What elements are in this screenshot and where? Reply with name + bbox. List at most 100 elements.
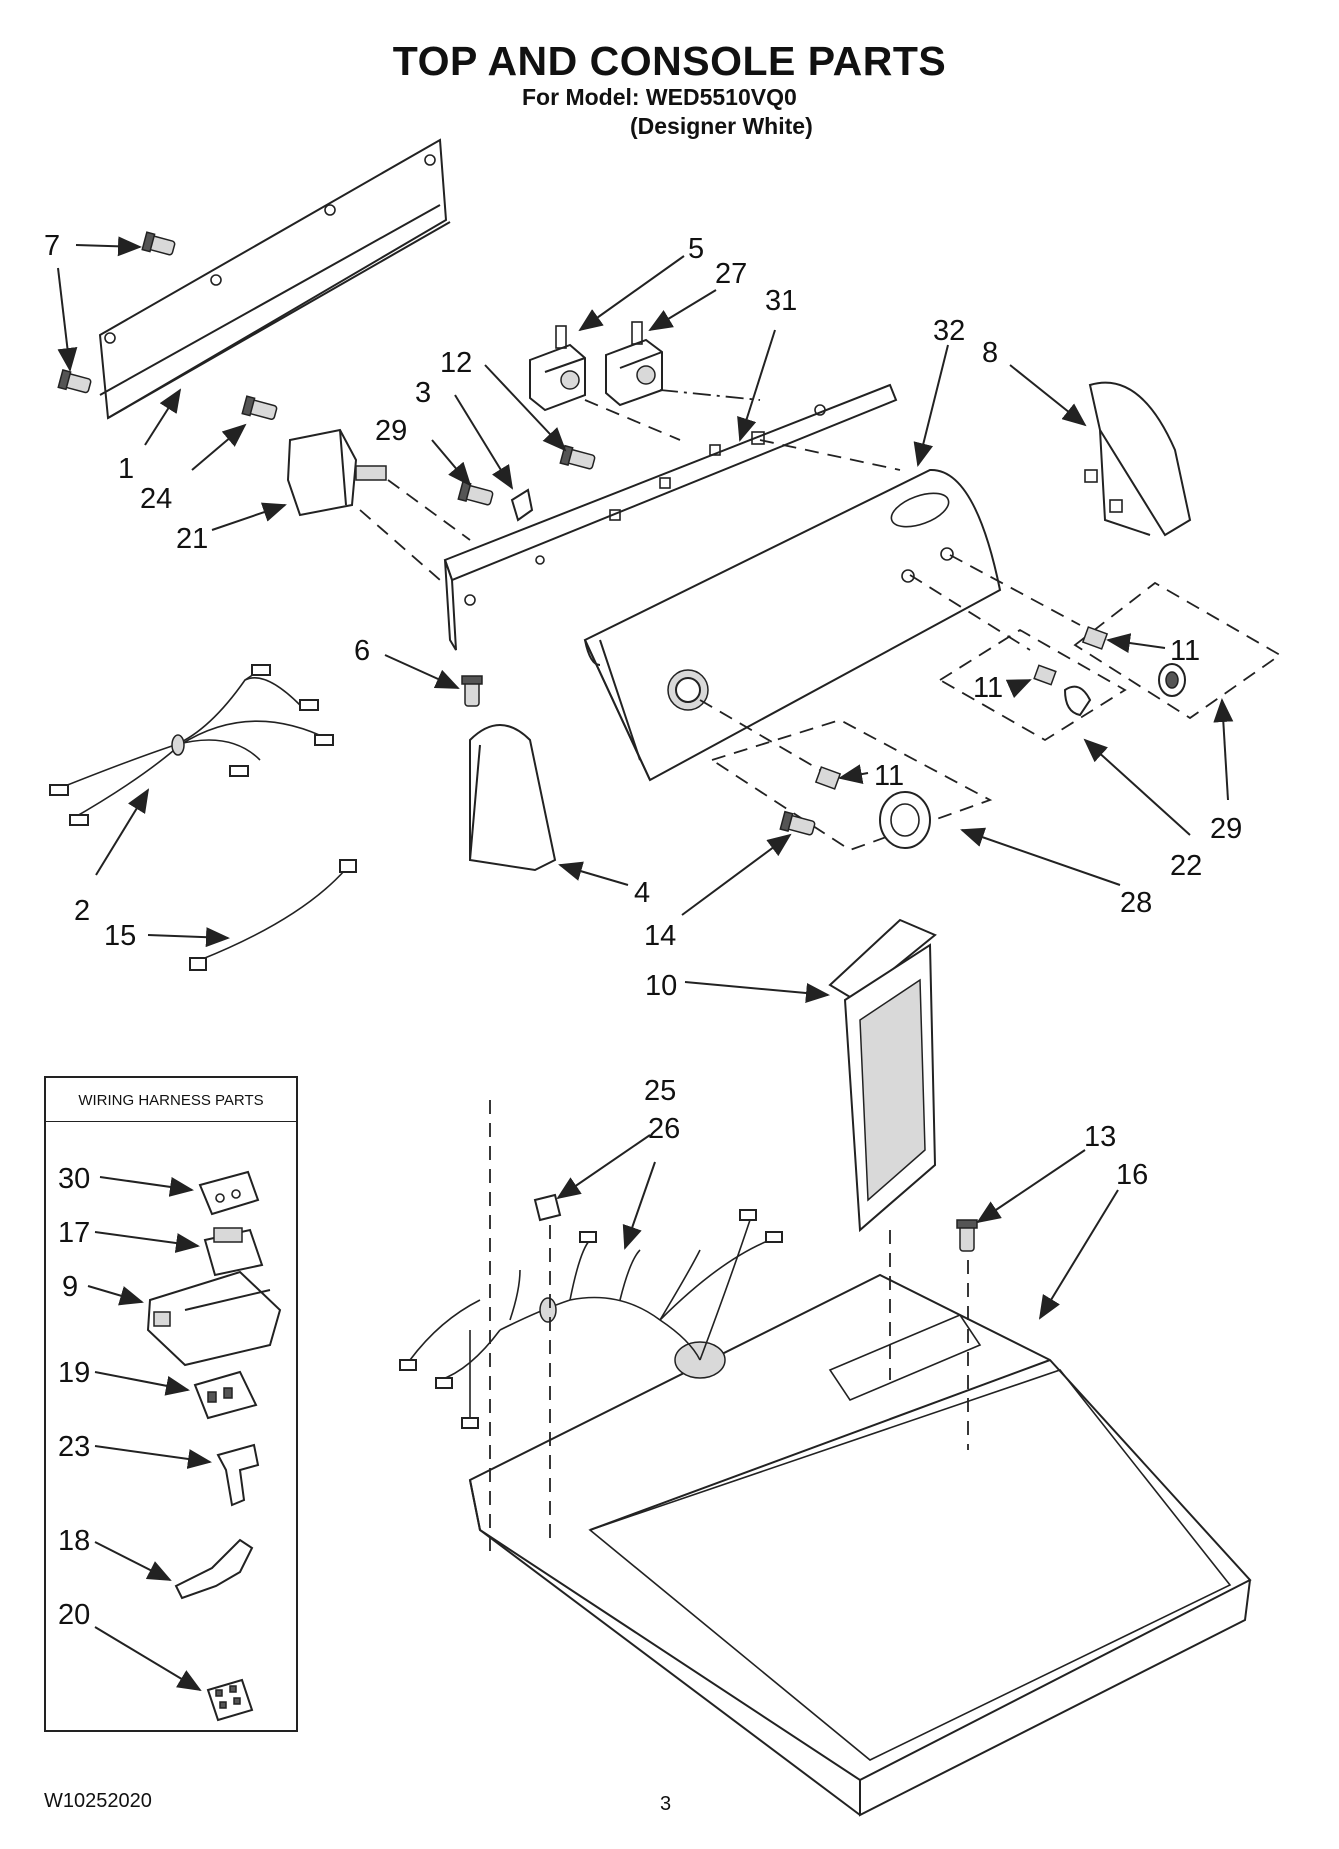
main-harness-26: [399, 1209, 783, 1429]
callout-9: 9: [62, 1271, 78, 1303]
leader-24: [191, 423, 247, 471]
callout-20: 20: [58, 1599, 90, 1631]
callout-5: 5: [688, 233, 704, 265]
callout-17: 17: [58, 1217, 90, 1249]
leader-18: [94, 1541, 172, 1581]
leader-23: [94, 1445, 212, 1469]
control-panel-32: [583, 468, 1002, 782]
assembly-line-h: [659, 389, 761, 401]
leader-11c: [838, 764, 869, 784]
leader-29-screw: [431, 439, 472, 487]
callout-21: 21: [176, 523, 208, 555]
callout-13: 13: [1084, 1121, 1116, 1153]
leader-6: [384, 654, 460, 689]
screw-14: [779, 810, 816, 836]
knob-assembly-28: [709, 719, 993, 851]
console-bracket-31: [443, 383, 898, 651]
leader-11a: [1106, 633, 1166, 653]
leader-4: [558, 861, 629, 886]
callout-26: 26: [648, 1113, 680, 1145]
screw-24: [241, 395, 278, 420]
leader-32: [913, 344, 949, 467]
leader-2: [95, 788, 150, 876]
assembly-line-g: [584, 399, 681, 441]
callout-30: 30: [58, 1163, 90, 1195]
callout-27: 27: [715, 258, 747, 290]
leader-29: [1213, 698, 1234, 801]
wire-harness-2: [49, 664, 334, 826]
screw-7-top: [141, 231, 176, 256]
clip-25: [533, 1193, 562, 1222]
harness-part-18: [174, 1538, 254, 1600]
callout-25: 25: [644, 1075, 676, 1107]
leader-7b: [57, 267, 78, 372]
assembly-line-f: [359, 509, 441, 581]
callout-11-b: 11: [973, 672, 1003, 704]
top-panel-16: [468, 1273, 1252, 1817]
leader-15: [147, 927, 230, 948]
rear-console-panel: [98, 138, 451, 420]
leader-10: [684, 981, 830, 1003]
leader-26: [622, 1161, 656, 1250]
callout-4: 4: [634, 877, 650, 909]
switch-5: [529, 325, 586, 412]
callout-2: 2: [74, 895, 90, 927]
leader-27: [648, 289, 717, 332]
screw-6: [461, 675, 483, 707]
assembly-line-i: [759, 439, 901, 471]
harness-part-19: [193, 1370, 258, 1420]
callout-7-a: 7: [44, 230, 60, 262]
screw-12: [559, 444, 596, 470]
leader-25: [556, 1134, 651, 1200]
assembly-line-k: [909, 574, 1031, 651]
callout-19: 19: [58, 1357, 90, 1389]
jumper-wire-15: [189, 859, 357, 971]
model-number: For Model: WED5510VQ0: [522, 84, 797, 110]
callout-32: 32: [933, 315, 965, 347]
screw-7-side: [57, 368, 92, 394]
harness-part-9: [146, 1270, 282, 1367]
callout-6: 6: [354, 635, 370, 667]
harness-part-30: [198, 1170, 260, 1216]
leader-30: [99, 1176, 194, 1197]
document-number: W10252020: [44, 1790, 152, 1812]
callout-10: 10: [645, 970, 677, 1002]
leader-17: [94, 1231, 200, 1253]
callout-22: 22: [1170, 850, 1202, 882]
page-number: 3: [660, 1793, 672, 1815]
assembly-line-l: [949, 554, 1081, 626]
callout-12: 12: [440, 347, 472, 379]
leader-13: [976, 1149, 1086, 1224]
harness-part-23: [216, 1443, 260, 1507]
callout-11-a: 11: [1170, 635, 1200, 667]
callout-24: 24: [140, 483, 172, 515]
wiring-box-heading: WIRING HARNESS PARTS: [46, 1078, 296, 1122]
lint-screen-10: [828, 918, 937, 1233]
leader-9: [87, 1285, 144, 1306]
leader-28: [960, 827, 1121, 886]
leader-14: [681, 833, 792, 916]
leader-5: [578, 255, 685, 332]
callout-16: 16: [1116, 1159, 1148, 1191]
knob-assembly-29: [1073, 581, 1282, 720]
model-variant: (Designer White): [630, 113, 813, 139]
callout-14: 14: [644, 920, 676, 952]
callout-3: 3: [415, 377, 431, 409]
callout-11-c: 11: [874, 760, 904, 792]
leader-16: [1038, 1189, 1119, 1320]
end-cap-4: [469, 724, 557, 872]
assembly-line-j: [699, 699, 821, 771]
leader-22: [1083, 738, 1191, 836]
callout-15: 15: [104, 920, 136, 952]
wiring-harness-parts-box: WIRING HARNESS PARTS: [44, 1076, 298, 1732]
leader-31: [737, 329, 776, 442]
leader-3: [454, 394, 514, 490]
leader-21: [211, 502, 287, 531]
harness-part-20: [206, 1678, 254, 1722]
callout-23: 23: [58, 1431, 90, 1463]
leader-19: [94, 1371, 190, 1396]
page-title: TOP AND CONSOLE PARTS: [392, 38, 947, 84]
callout-1: 1: [118, 453, 134, 485]
callout-31: 31: [765, 285, 797, 317]
